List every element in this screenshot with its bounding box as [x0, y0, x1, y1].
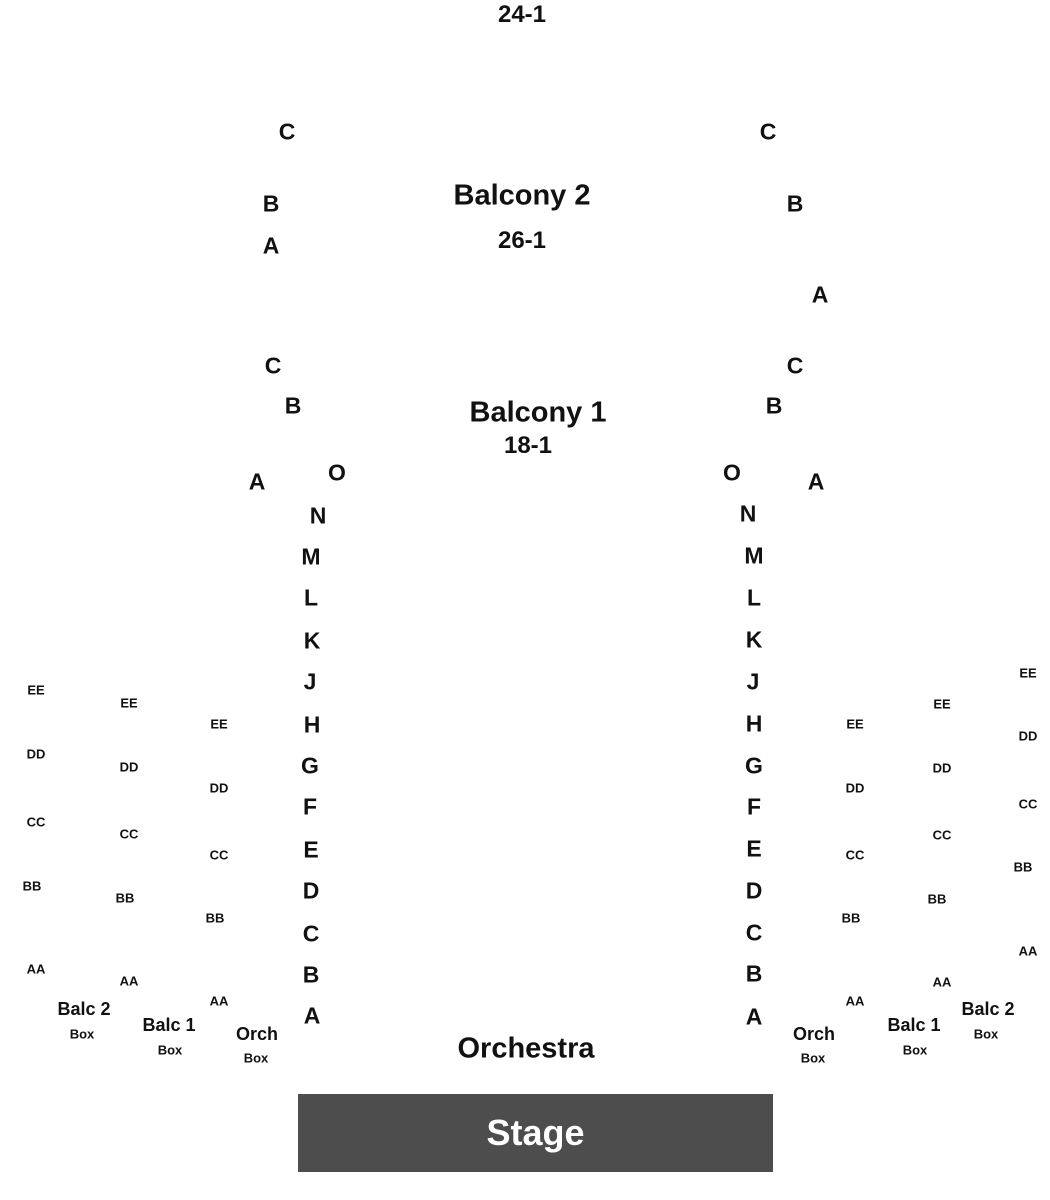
box-row-label[interactable]: AA [26, 961, 46, 977]
box-row-label[interactable]: DD [845, 780, 865, 796]
orch-left-row[interactable]: C [302, 920, 320, 947]
box-name-balc1-right: Balc 1 [887, 1015, 941, 1035]
orch-left-row[interactable]: H [303, 711, 321, 738]
orch-right-row[interactable]: D [745, 877, 763, 904]
bal1-right-row[interactable]: A [807, 468, 825, 495]
orch-right-row[interactable]: E [746, 835, 762, 862]
orch-right-row[interactable]: N [739, 500, 757, 527]
box-row-label[interactable]: CC [845, 847, 865, 863]
orch-left-row[interactable]: G [301, 752, 319, 779]
bal2-left-row[interactable]: B [262, 190, 280, 217]
box-sub-orch-left: Box [243, 1050, 269, 1066]
orch-left-row[interactable]: E [303, 836, 319, 863]
box-row-label[interactable]: AA [1018, 943, 1038, 959]
box-row-label[interactable]: DD [119, 759, 139, 775]
bal2-right-row[interactable]: A [811, 281, 829, 308]
orch-left-row[interactable]: B [302, 961, 320, 988]
box-name-balc2-right: Balc 2 [961, 999, 1015, 1019]
box-row-label[interactable]: EE [933, 696, 951, 712]
bal2-left-row[interactable]: A [262, 232, 280, 259]
box-row-label[interactable]: BB [205, 910, 225, 926]
orch-right-row[interactable]: K [745, 626, 763, 653]
balcony-2-title: Balcony 2 [453, 179, 591, 212]
orch-right-row[interactable]: B [745, 960, 763, 987]
orch-left-row[interactable]: L [303, 584, 319, 611]
box-row-label[interactable]: EE [120, 695, 138, 711]
box-row-label[interactable]: DD [209, 780, 229, 796]
box-sub-balc2-left: Box [69, 1026, 95, 1042]
bal1-right-row[interactable]: C [786, 352, 804, 379]
orch-right-row[interactable]: M [744, 542, 764, 569]
box-sub-balc2-right: Box [973, 1026, 999, 1042]
orch-left-row[interactable]: O [328, 459, 346, 486]
box-row-label[interactable]: CC [932, 827, 952, 843]
box-row-label[interactable]: EE [210, 716, 228, 732]
box-row-label[interactable]: BB [22, 878, 42, 894]
box-name-orch-right: Orch [792, 1024, 836, 1044]
orch-right-row[interactable]: A [745, 1003, 763, 1030]
box-row-label[interactable]: DD [932, 760, 952, 776]
box-row-label[interactable]: CC [209, 847, 229, 863]
orch-right-row[interactable]: F [746, 793, 762, 820]
bal1-right-row[interactable]: B [765, 392, 783, 419]
box-row-label[interactable]: AA [119, 973, 139, 989]
box-row-label[interactable]: AA [845, 993, 865, 1009]
box-row-label[interactable]: CC [1018, 796, 1038, 812]
box-row-label[interactable]: BB [115, 890, 135, 906]
orch-right-row[interactable]: G [745, 752, 763, 779]
balcony-3-range: 24-1 [497, 1, 547, 28]
orch-left-row[interactable]: K [303, 627, 321, 654]
box-row-label[interactable]: EE [1019, 665, 1037, 681]
balcony-1-title: Balcony 1 [469, 396, 607, 429]
orch-right-row[interactable]: H [745, 710, 763, 737]
orch-right-row[interactable]: C [745, 919, 763, 946]
box-row-label[interactable]: BB [927, 891, 947, 907]
box-row-label[interactable]: AA [932, 974, 952, 990]
orch-left-row[interactable]: A [303, 1002, 321, 1029]
box-row-label[interactable]: DD [1018, 728, 1038, 744]
stage-label: Stage [486, 1112, 585, 1153]
orch-right-row[interactable]: O [723, 459, 741, 486]
box-row-label[interactable]: AA [209, 993, 229, 1009]
box-row-label[interactable]: EE [27, 682, 45, 698]
stage: Stage [298, 1094, 773, 1172]
bal2-left-row[interactable]: C [278, 118, 296, 145]
box-row-label[interactable]: EE [846, 716, 864, 732]
bal1-left-row[interactable]: C [264, 352, 282, 379]
balcony-1-range: 18-1 [503, 432, 553, 459]
bal1-left-row[interactable]: B [284, 392, 302, 419]
orch-left-row[interactable]: M [301, 543, 321, 570]
box-name-orch-left: Orch [235, 1024, 279, 1044]
orch-right-row[interactable]: J [746, 668, 760, 695]
box-sub-balc1-right: Box [902, 1042, 928, 1058]
box-sub-orch-right: Box [800, 1050, 826, 1066]
box-row-label[interactable]: BB [1013, 859, 1033, 875]
box-sub-balc1-left: Box [157, 1042, 183, 1058]
orch-left-row[interactable]: J [303, 668, 317, 695]
box-name-balc2-left: Balc 2 [57, 999, 111, 1019]
orchestra-title: Orchestra [457, 1032, 595, 1065]
orch-left-row[interactable]: F [302, 793, 318, 820]
box-row-label[interactable]: CC [26, 814, 46, 830]
box-row-label[interactable]: CC [119, 826, 139, 842]
bal2-right-row[interactable]: B [786, 190, 804, 217]
box-name-balc1-left: Balc 1 [142, 1015, 196, 1035]
orch-right-row[interactable]: L [746, 584, 762, 611]
bal1-left-row[interactable]: A [248, 468, 266, 495]
balcony-2-range: 26-1 [497, 227, 547, 254]
orch-left-row[interactable]: N [309, 502, 327, 529]
orch-left-row[interactable]: D [302, 877, 320, 904]
bal2-right-row[interactable]: C [759, 118, 777, 145]
box-row-label[interactable]: BB [841, 910, 861, 926]
box-row-label[interactable]: DD [26, 746, 46, 762]
